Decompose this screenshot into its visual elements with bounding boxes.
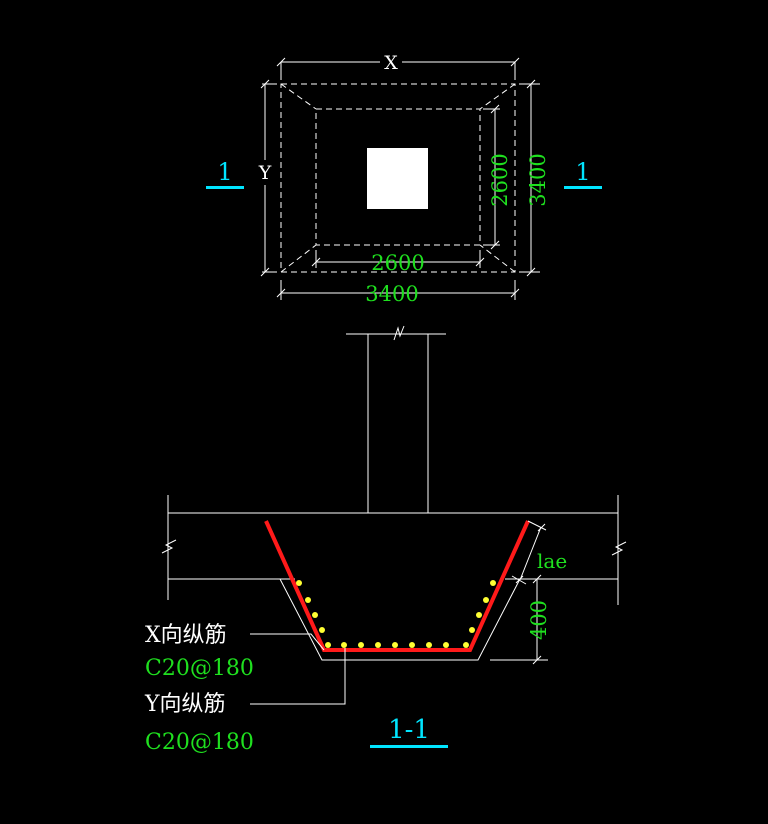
section-title: 1-1	[370, 715, 448, 748]
rebar-dot	[490, 580, 496, 586]
rebar-dot	[319, 627, 325, 633]
y-rebar-spec: C20@180	[145, 730, 254, 755]
dimension-outer-width: 3400	[276, 280, 520, 306]
plan-inner-outline	[315, 108, 481, 246]
section-pit-outline	[279, 578, 521, 661]
plan-corner-line	[479, 83, 516, 110]
lae-label: lae	[537, 549, 567, 573]
dimension-lae: lae	[511, 520, 567, 585]
rebar-dot	[483, 597, 489, 603]
dimension-outer-height: 3400	[519, 79, 550, 277]
section-slab	[161, 495, 627, 605]
plan-column	[367, 148, 428, 209]
dimension-x: X	[276, 52, 520, 80]
y-rebar-label: Y向纵筋	[144, 692, 226, 717]
rebar-dot	[325, 642, 331, 648]
section-marker-right: 1	[564, 158, 602, 189]
rebar-dot	[375, 642, 381, 648]
x-rebar-spec: C20@180	[145, 656, 254, 681]
plan-view: X Y 2600 3400	[206, 52, 602, 306]
plan-corner-line	[280, 244, 317, 273]
rebar-dot	[296, 580, 302, 586]
outer-height-label: 3400	[526, 153, 550, 206]
dimension-inner-height: 2600	[483, 104, 512, 250]
section-column	[346, 325, 446, 513]
rebar-dot	[469, 627, 475, 633]
dimension-y-label: Y	[258, 162, 272, 184]
section-marker-right-label: 1	[575, 158, 590, 186]
rebar-leaders	[250, 633, 346, 705]
section-view: lae 400 X向纵筋 C20@180 Y向纵筋 C20@180 1-1	[144, 325, 627, 755]
section-title-label: 1-1	[388, 715, 430, 745]
plan-outer-outline	[280, 83, 516, 273]
rebar-dot	[409, 642, 415, 648]
rebar-dot	[476, 612, 482, 618]
section-marker-left-label: 1	[217, 158, 232, 186]
plan-corner-line	[280, 83, 317, 110]
inner-height-label: 2600	[488, 153, 512, 206]
plan-corner-line	[479, 244, 516, 273]
rebar-main	[264, 520, 530, 652]
dimension-x-label: X	[384, 52, 398, 74]
rebar-dot	[463, 642, 469, 648]
x-rebar-label: X向纵筋	[145, 623, 227, 648]
rebar-dot	[312, 612, 318, 618]
rebar-dot	[341, 642, 347, 648]
rebar-dot	[305, 597, 311, 603]
inner-width-label: 2600	[371, 251, 424, 275]
depth-label: 400	[527, 600, 551, 640]
rebar-dots	[296, 580, 496, 648]
rebar-dot	[392, 642, 398, 648]
section-marker-left: 1	[206, 158, 244, 189]
rebar-dot	[443, 642, 449, 648]
dimension-depth: 400	[490, 574, 551, 665]
rebar-dot	[358, 642, 364, 648]
dimension-inner-width: 2600	[311, 250, 485, 275]
dimension-y: Y	[258, 79, 277, 277]
rebar-dot	[426, 642, 432, 648]
outer-width-label: 3400	[365, 282, 418, 306]
